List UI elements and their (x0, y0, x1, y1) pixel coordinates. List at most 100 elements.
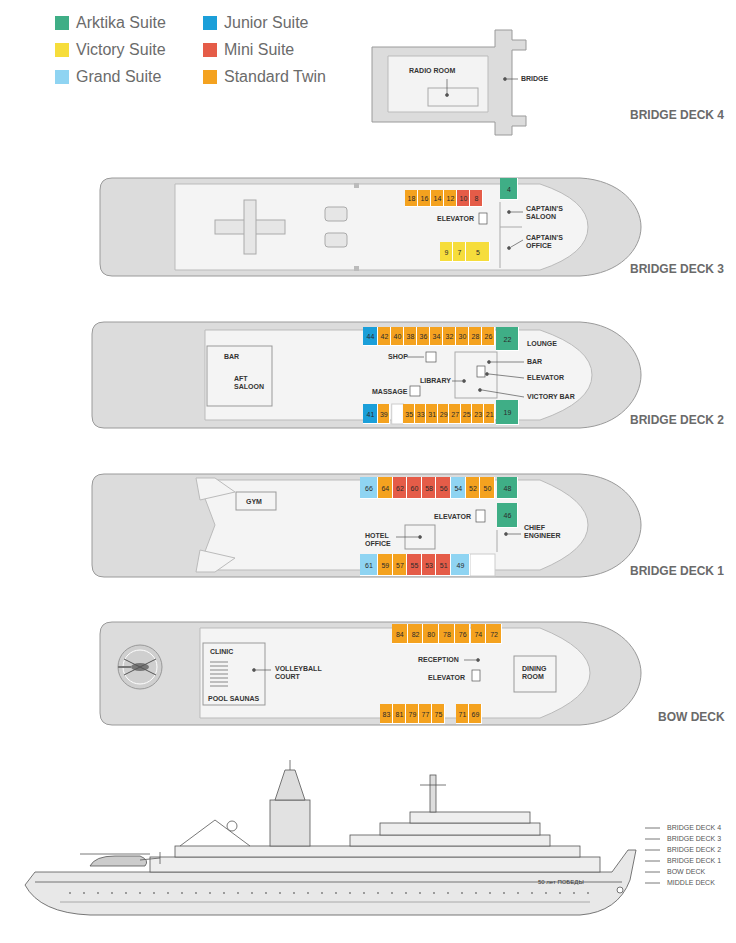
cabin-box: 55 (407, 554, 422, 576)
leader-lines (508, 247, 511, 250)
deck-outline (428, 88, 478, 106)
cabin-box: 7 (453, 242, 466, 262)
room-label: ELEVATOR (437, 215, 474, 223)
leader-lines (253, 669, 256, 672)
ship-side-view (410, 812, 530, 823)
leader-lines (410, 386, 420, 396)
cabin-number: 72 (490, 631, 498, 638)
leader-lines (511, 212, 523, 213)
porthole (349, 892, 351, 894)
cabin-number: 78 (443, 631, 451, 638)
cabin-number: 82 (412, 631, 420, 638)
porthole (573, 892, 575, 894)
porthole (209, 892, 211, 894)
cabin-box: 28 (469, 327, 482, 346)
cabin-number: 74 (474, 631, 482, 638)
cabin-number: 7 (458, 249, 462, 256)
cabin-number: 29 (440, 411, 448, 418)
room-label: POOL SAUNAS (208, 695, 259, 703)
porthole (181, 892, 183, 894)
cabin-box: 48 (497, 477, 518, 499)
porthole (293, 892, 295, 894)
cabin-number: 39 (380, 411, 388, 418)
cabin-number: 50 (484, 485, 492, 492)
cabin-number: 42 (381, 333, 389, 340)
cabin-box: 56 (436, 477, 451, 499)
legend-item: Victory Suite (55, 41, 166, 59)
cabin-number: 84 (396, 631, 404, 638)
cabin-number: 54 (454, 485, 462, 492)
leader-lines (452, 381, 462, 382)
cabin-box: 27 (449, 404, 461, 424)
ship-side-view (645, 883, 660, 884)
cabin-number: 60 (411, 485, 419, 492)
cabin-box: 58 (422, 477, 437, 499)
deck-outline (118, 645, 162, 689)
cabin-box: 31 (426, 404, 438, 424)
cabin-box: 75 (432, 704, 445, 724)
room-label: AFT SALOON (234, 375, 264, 391)
deck-outline (210, 678, 228, 679)
cabin-number: 5 (476, 249, 480, 256)
cabin-box: 10 (457, 190, 470, 207)
porthole (587, 892, 589, 894)
cabin-box: 74 (471, 624, 487, 644)
leader-lines (447, 79, 448, 94)
porthole (83, 892, 85, 894)
ship-side-view (350, 835, 550, 846)
porthole (461, 892, 463, 894)
cabin-box: 23 (472, 404, 484, 424)
room-label: HOTEL OFFICE (365, 532, 391, 548)
deck-outline (100, 178, 641, 276)
porthole (517, 892, 519, 894)
cabin-box: 26 (482, 327, 495, 346)
cabin-number: 22 (504, 336, 512, 343)
cabin-number: 49 (457, 562, 465, 569)
ship-side-view (140, 858, 160, 860)
ship-side-view (160, 852, 161, 864)
porthole (531, 892, 533, 894)
cabin-number: 35 (405, 411, 413, 418)
deck-outline (207, 346, 272, 406)
ship-side-view (80, 854, 150, 855)
cabin-box: 66 (360, 477, 378, 499)
deck-outline (392, 404, 404, 424)
cabin-number: 80 (427, 631, 435, 638)
cabin-number: 31 (428, 411, 436, 418)
deck-level-label: BRIDGE DECK 3 (667, 835, 721, 843)
deck-outline (236, 492, 276, 510)
deck-outline (244, 200, 256, 254)
cabin-number: 4 (507, 186, 511, 193)
cabin-box: 12 (444, 190, 457, 207)
porthole (195, 892, 197, 894)
cabin-number: 12 (447, 195, 455, 202)
deck-outline (203, 643, 265, 705)
cabin-number: 71 (459, 711, 467, 718)
porthole (97, 892, 99, 894)
cabin-number: 10 (460, 195, 468, 202)
deck-outline (100, 178, 641, 276)
legend-item: Arktika Suite (55, 14, 166, 32)
cabin-box: 79 (406, 704, 419, 724)
porthole (335, 892, 337, 894)
deck-outline (325, 207, 347, 221)
legend-swatch (203, 43, 217, 57)
cabin-box: 30 (456, 327, 469, 346)
deck-name: BRIDGE DECK 2 (630, 414, 724, 427)
cabin-number: 34 (433, 333, 441, 340)
legend-swatch (203, 16, 217, 30)
cabin-number: 38 (407, 333, 415, 340)
ship-side-view (90, 856, 147, 866)
legend-swatch (55, 70, 69, 84)
deck-outline (100, 622, 641, 725)
cabin-box: 14 (431, 190, 444, 207)
deck-outline (470, 554, 495, 576)
cabin-box: 69 (469, 704, 482, 724)
cabin-number: 16 (421, 195, 429, 202)
cabin-number: 77 (422, 711, 430, 718)
leader-lines (472, 670, 480, 681)
deck-outline (354, 266, 359, 271)
leader-lines (505, 533, 508, 536)
room-label: ELEVATOR (428, 674, 465, 682)
leader-lines (463, 380, 466, 383)
